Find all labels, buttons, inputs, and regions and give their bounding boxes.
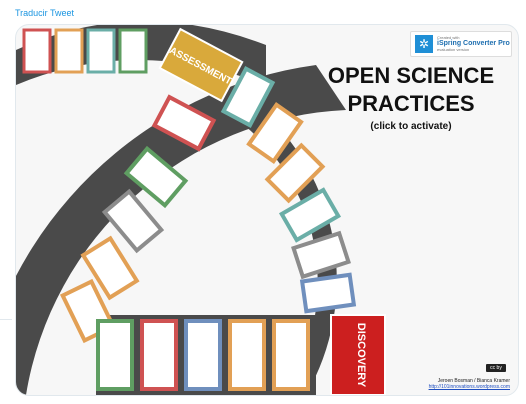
practice-tile[interactable] <box>123 145 189 209</box>
practice-tile[interactable] <box>228 319 266 391</box>
translate-tweet-link[interactable]: Traducir Tweet <box>15 8 75 18</box>
slide-title-line2: PRACTICES <box>347 91 474 116</box>
top-tiles <box>22 28 148 74</box>
ispring-logo-icon: ✲ <box>415 35 433 53</box>
slide-credits: Jeroen Bosman / Bianca Kramer http://101… <box>429 378 510 392</box>
cc-license-badge: cc by <box>486 364 506 372</box>
practice-tile[interactable] <box>246 101 304 165</box>
practice-tile[interactable] <box>140 319 178 391</box>
bottom-tiles <box>96 319 310 391</box>
slide-title-line1: OPEN SCIENCE <box>328 63 494 88</box>
practice-tile[interactable] <box>264 142 326 204</box>
practice-tile[interactable] <box>220 66 276 128</box>
practice-tile[interactable] <box>101 188 165 254</box>
practice-tile[interactable] <box>291 230 351 280</box>
practice-tile[interactable] <box>184 319 222 391</box>
practice-tile[interactable] <box>278 187 342 243</box>
practice-tile[interactable] <box>80 235 140 301</box>
practice-tile[interactable] <box>151 94 217 152</box>
ispring-badge[interactable]: ✲ Created with iSpring Converter Pro eva… <box>410 31 512 57</box>
practice-tile[interactable] <box>86 28 116 74</box>
discovery-tile[interactable]: DISCOVERY <box>330 314 386 395</box>
practice-tile[interactable] <box>22 28 52 74</box>
assessment-tile[interactable]: ASSESSMENT <box>158 27 244 103</box>
practice-tile[interactable] <box>118 28 148 74</box>
board-game-graphic: ASSESSMENT DISCOVERY <box>16 25 494 395</box>
divider <box>0 319 12 320</box>
practice-tile[interactable] <box>272 319 310 391</box>
practice-tile[interactable] <box>299 272 357 314</box>
authors: Jeroen Bosman / Bianca Kramer <box>437 377 510 384</box>
practice-tile[interactable] <box>96 319 134 391</box>
embedded-slide-card[interactable]: ASSESSMENT DISCOVERY <box>15 24 519 396</box>
source-link[interactable]: http://101innovations.wordpress.com <box>428 384 510 391</box>
svg-text:DISCOVERY: DISCOVERY <box>355 323 367 388</box>
right-arc-tiles <box>220 66 357 314</box>
practice-tile[interactable] <box>54 28 84 74</box>
slide-subtitle[interactable]: (click to activate) <box>370 121 451 132</box>
